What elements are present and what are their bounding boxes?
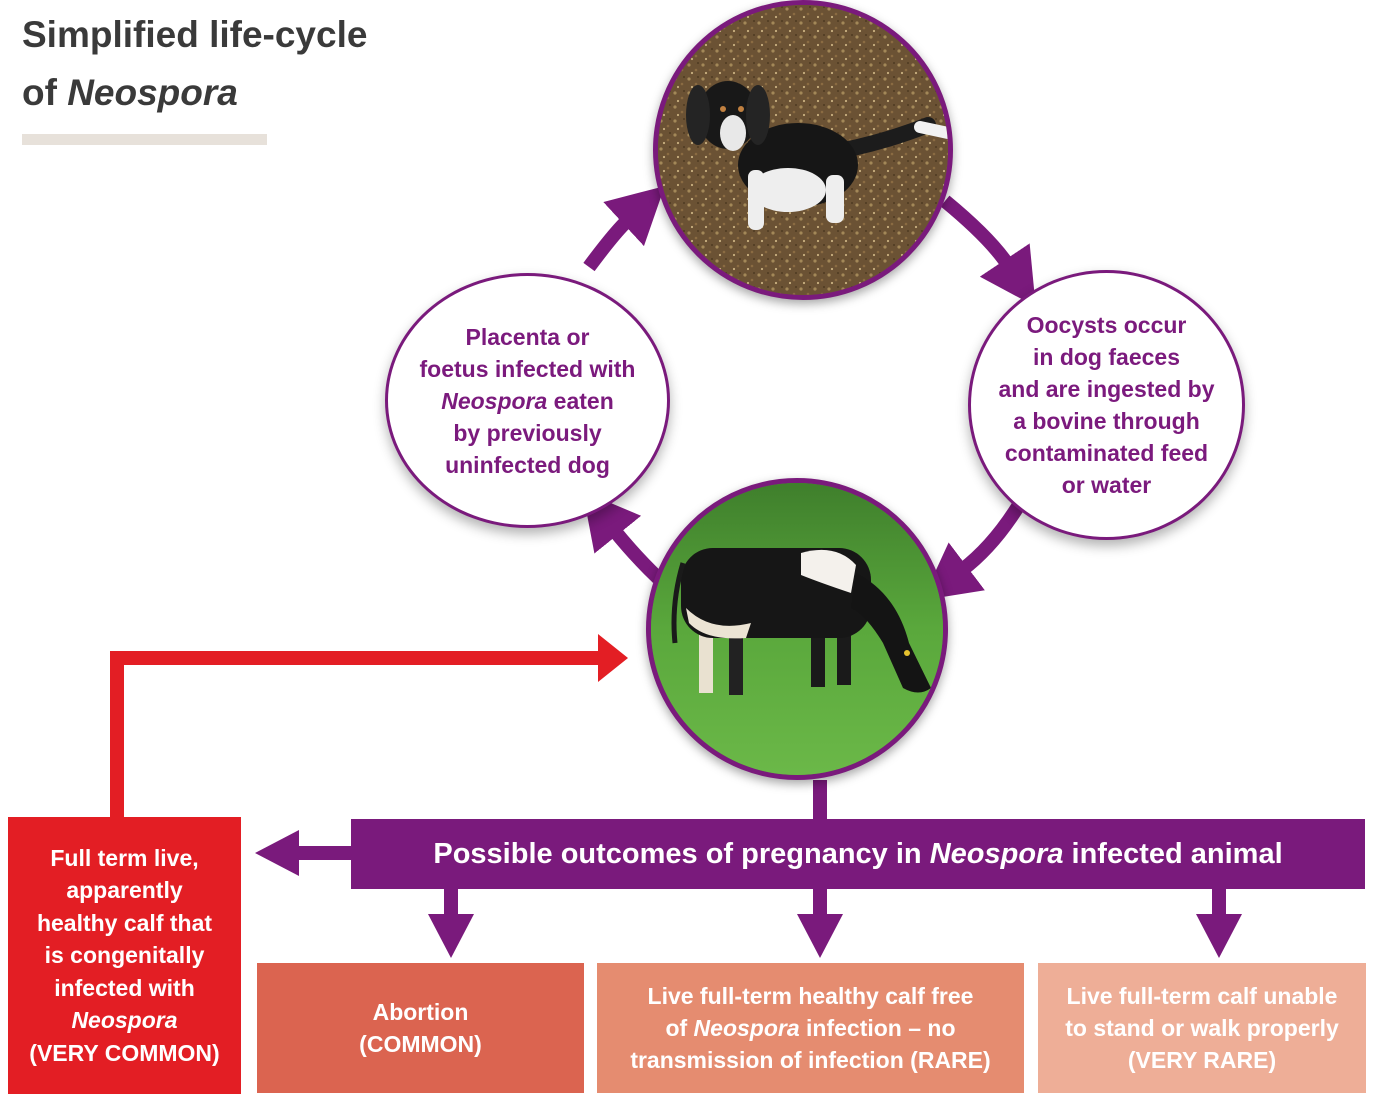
abortion-text: Abortion (COMMON) xyxy=(359,996,482,1060)
unable-to-stand-text: Live full-term calf unable to stand or w… xyxy=(1065,980,1339,1076)
arrow-placenta-to-dog xyxy=(583,186,665,272)
oocysts-line-3: and are ingested by xyxy=(998,376,1215,402)
healthy-calf-line-2-prefix: of xyxy=(665,1015,694,1041)
congenital-line-5: infected with xyxy=(54,974,195,1001)
outcomes-banner: Possible outcomes of pregnancy in Neospo… xyxy=(351,819,1365,889)
banner-suffix: infected animal xyxy=(1063,837,1283,870)
dog-illustration xyxy=(658,5,948,295)
abortion-label: Abortion xyxy=(372,999,469,1025)
title-line-1: Simplified life-cycle xyxy=(22,14,368,55)
placenta-line-4: by previously xyxy=(453,419,602,446)
oocysts-line-6: or water xyxy=(1061,472,1152,498)
healthy-calf-text: Live full-term healthy calf free of Neos… xyxy=(630,980,990,1076)
placenta-italic: Neospora xyxy=(441,387,548,414)
title-line-2-prefix: of xyxy=(22,72,68,113)
placenta-circle: Placenta or foetus infected with Neospor… xyxy=(385,273,670,528)
placenta-line-2: foetus infected with xyxy=(419,355,636,382)
unable-to-stand-line-1: Live full-term calf unable xyxy=(1066,983,1338,1009)
abortion-frequency: (COMMON) xyxy=(359,1031,482,1057)
unable-to-stand-box: Live full-term calf unable to stand or w… xyxy=(1038,963,1366,1093)
dog-photo xyxy=(653,0,953,300)
placenta-line-5: uninfected dog xyxy=(445,451,610,478)
banner-italic: Neospora xyxy=(929,837,1064,870)
healthy-calf-line-1: Live full-term healthy calf free xyxy=(647,983,974,1009)
congenital-line-2: apparently xyxy=(66,877,183,904)
arrow-dog-to-oocysts xyxy=(940,195,1036,307)
oocysts-line-1: Oocysts occur xyxy=(1026,312,1187,338)
congenital-box: Full term live, apparently healthy calf … xyxy=(8,817,241,1094)
oocysts-text: Oocysts occur in dog faeces and are inge… xyxy=(998,309,1214,501)
congenital-line-4: is congenitally xyxy=(44,942,205,969)
cow-illustration xyxy=(651,483,943,775)
congenital-frequency: (VERY COMMON) xyxy=(29,1039,220,1066)
healthy-calf-line-3: transmission of infection (RARE) xyxy=(630,1047,991,1073)
oocysts-line-5: contaminated feed xyxy=(1004,440,1209,466)
healthy-calf-italic: Neospora xyxy=(693,1015,800,1041)
unable-to-stand-line-2: to stand or walk properly xyxy=(1065,1015,1339,1041)
red-feedback-line xyxy=(110,651,600,818)
oocysts-circle: Oocysts occur in dog faeces and are inge… xyxy=(968,270,1245,540)
congenital-line-1: Full term live, xyxy=(50,844,199,871)
unable-to-stand-frequency: (VERY RARE) xyxy=(1127,1047,1277,1073)
placenta-text: Placenta or foetus infected with Neospor… xyxy=(420,321,636,481)
congenital-italic: Neospora xyxy=(71,1007,178,1034)
title-italic: Neospora xyxy=(67,72,238,113)
placenta-line-3: eaten xyxy=(547,387,614,414)
page-title: Simplified life-cycle of Neospora xyxy=(22,6,367,122)
healthy-calf-line-2-suffix: infection – no xyxy=(799,1015,956,1041)
congenital-line-3: healthy calf that xyxy=(36,909,213,936)
cow-photo xyxy=(646,478,948,780)
red-feedback-arrowhead xyxy=(598,634,628,682)
arrow-oocysts-to-cow xyxy=(922,496,1029,601)
title-underline xyxy=(22,134,267,145)
oocysts-line-4: a bovine through xyxy=(1013,408,1200,434)
oocysts-line-2: in dog faeces xyxy=(1033,344,1180,370)
congenital-text: Full term live, apparently healthy calf … xyxy=(29,842,219,1070)
banner-prefix: Possible outcomes of pregnancy in xyxy=(433,837,930,870)
healthy-calf-box: Live full-term healthy calf free of Neos… xyxy=(597,963,1024,1093)
abortion-box: Abortion (COMMON) xyxy=(257,963,584,1093)
arrow-cow-to-placenta xyxy=(582,491,663,584)
placenta-line-1: Placenta or xyxy=(465,323,590,350)
